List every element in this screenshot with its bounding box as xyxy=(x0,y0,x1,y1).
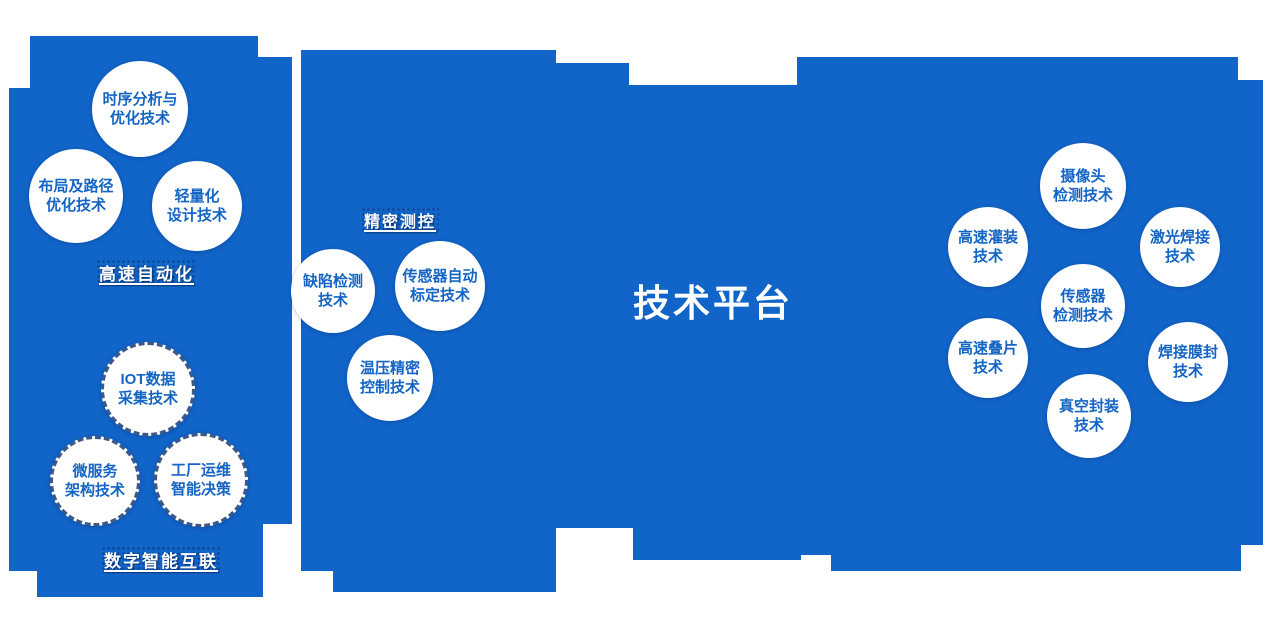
label-precision-measurement: 精密测控 xyxy=(361,207,440,233)
circle-text: 传感器 xyxy=(1060,287,1106,305)
circle-microservice: 微服务 架构技术 xyxy=(50,436,140,526)
circle-lightweight-design: 轻量化 设计技术 xyxy=(152,161,242,251)
circle-text: 工厂运维 xyxy=(170,461,231,479)
circle-text: 技术 xyxy=(1164,248,1195,265)
circle-text: 技术 xyxy=(972,248,1003,265)
circle-text: 检测技术 xyxy=(1052,307,1113,324)
circle-text: 高速叠片 xyxy=(957,339,1018,357)
circle-text: 控制技术 xyxy=(359,379,420,396)
circle-text: IOT数据 xyxy=(120,370,176,388)
circle-text: 采集技术 xyxy=(117,390,178,407)
platform-title: 技术平台 xyxy=(633,283,793,324)
circle-high-speed-filling: 高速灌装 技术 xyxy=(948,207,1028,287)
circle-text: 智能决策 xyxy=(170,481,231,498)
circle-camera-inspection: 摄像头 检测技术 xyxy=(1040,143,1126,229)
circle-text: 设计技术 xyxy=(166,207,227,224)
circle-timing-analysis: 时序分析与 优化技术 xyxy=(92,61,188,157)
circle-text: 优化技术 xyxy=(45,197,106,214)
circle-text: 真空封装 xyxy=(1058,397,1119,415)
circle-text: 温压精密 xyxy=(359,359,420,377)
circle-vacuum-packaging: 真空封装 技术 xyxy=(1047,374,1131,458)
circle-text: 摄像头 xyxy=(1060,167,1106,185)
circle-text: 缺陷检测 xyxy=(302,272,363,290)
circle-text: 激光焊接 xyxy=(1149,228,1210,246)
circle-text: 轻量化 xyxy=(174,187,220,205)
circle-text: 检测技术 xyxy=(1052,187,1113,204)
circle-text: 布局及路径 xyxy=(38,177,114,195)
circle-text: 技术 xyxy=(1073,417,1104,434)
label-digital-intelligence: 数字智能互联 xyxy=(101,546,221,573)
label-high-speed-automation: 高速自动化 xyxy=(96,259,197,286)
circle-iot-data: IOT数据 采集技术 xyxy=(101,342,195,436)
circle-text: 标定技术 xyxy=(409,287,470,304)
circle-text: 技术 xyxy=(972,359,1003,376)
circle-factory-ops-decision: 工厂运维 智能决策 xyxy=(154,433,248,527)
background-shape-middle xyxy=(301,50,801,592)
circle-text: 传感器自动 xyxy=(402,267,478,285)
circle-laser-welding: 激光焊接 技术 xyxy=(1140,207,1220,287)
circle-defect-detection: 缺陷检测 技术 xyxy=(291,249,375,333)
circle-sensor-detection: 传感器 检测技术 xyxy=(1041,264,1125,348)
circle-text: 时序分析与 xyxy=(102,90,178,108)
circle-text: 架构技术 xyxy=(64,482,125,499)
circle-film-sealing: 焊接膜封 技术 xyxy=(1148,322,1228,402)
circle-text: 技术 xyxy=(317,292,348,309)
circle-text: 优化技术 xyxy=(109,110,170,127)
circle-text: 技术 xyxy=(1172,363,1203,380)
circle-high-speed-stacking: 高速叠片 技术 xyxy=(948,318,1028,398)
circle-text: 微服务 xyxy=(72,462,118,480)
circle-text: 焊接膜封 xyxy=(1157,343,1218,361)
background-shape-right xyxy=(797,57,1263,571)
circle-layout-path: 布局及路径 优化技术 xyxy=(29,149,123,243)
circle-temp-pressure-control: 温压精密 控制技术 xyxy=(347,335,433,421)
circle-sensor-calibration: 传感器自动 标定技术 xyxy=(395,241,485,331)
circle-text: 高速灌装 xyxy=(957,228,1018,246)
